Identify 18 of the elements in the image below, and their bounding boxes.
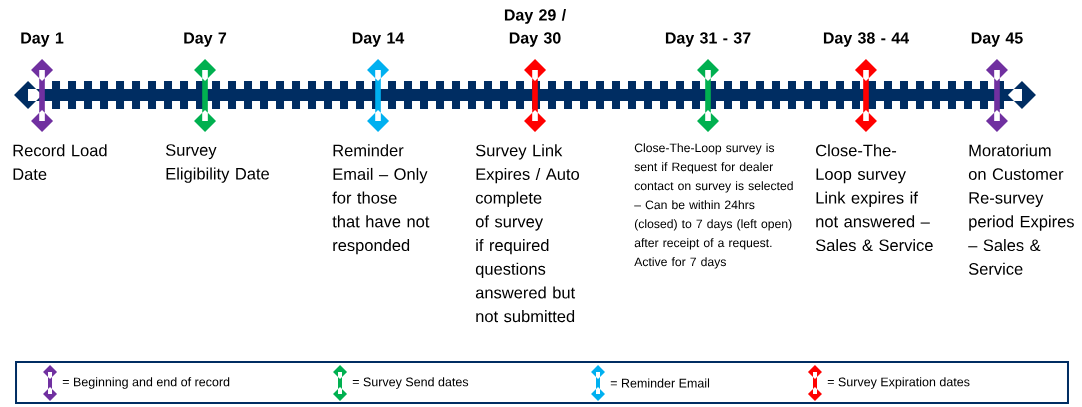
description-text: Close-The-Loop survey is sent if Request for dealer contact on survey is selected – Can be within 24hrs (closed) to 7 days (left open) after receipt of a request. Active for 7 days [634,143,793,269]
day-label: Day 45 [971,32,1023,47]
legend-text: = Survey Send dates [352,377,469,389]
description-text: Reminder Email – Only for those that have not responded [332,144,430,255]
legend-text: = Beginning and end of record [62,377,230,389]
day-label: Day 38 - 44 [823,32,909,47]
description-text: Survey Eligibility Date [165,144,269,183]
day-label: Day 7 [184,32,227,47]
description-text: Close-The-Loop survey Link expires if not answered – Sales & Service [815,144,933,252]
description-text: Record Load Date [13,144,107,180]
description-text: Survey Link Expires / Auto complete of survey if required questions answered but not submitted [475,144,580,323]
day-label: Day 31 - 37 [665,32,751,47]
legend-text: = Reminder Email [610,378,710,388]
day-label: Day 1 [21,32,64,47]
legend-text: = Survey Expiration dates [827,377,970,389]
day-label: Day 14 [352,32,405,47]
day-label: Day 29 / Day 30 [504,8,566,47]
description-text: Moratorium on Customer Re-survey period Expires – Sales & Service [968,144,1074,275]
